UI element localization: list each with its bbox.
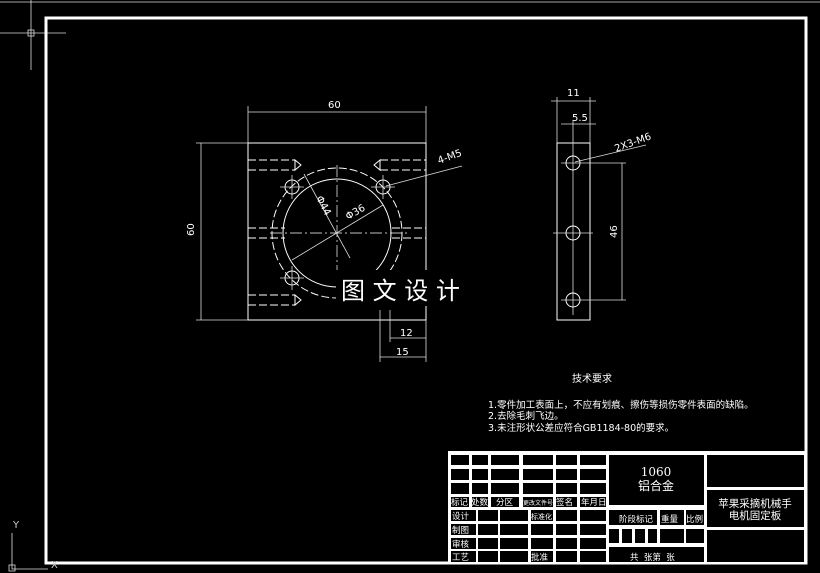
dim-diameter-44: Φ44 [313,194,332,217]
label-sheets: 共 张第 张 [630,552,675,563]
dim-height-60: 60 [186,223,197,236]
watermark-bg [336,270,496,306]
label-scale: 比例 [686,514,703,525]
header-zone: 分区 [496,498,514,508]
dim-11: 11 [567,88,580,99]
label-stage-mark: 阶段标记 [619,514,654,525]
part-name-line2: 电机固定板 [729,509,782,522]
tech-requirement-3: 3.未注形状公差应符合GB1184-80的要求。 [488,422,674,434]
header-signature: 签名 [556,497,573,508]
revision-grid [451,455,804,562]
mounting-holes [280,175,395,290]
side-holes [553,155,626,308]
header-count: 处数 [471,497,489,508]
header-date: 年月日 [581,497,607,508]
tech-requirements: 技术要求 1.零件加工表面上，不应有划痕、擦伤等损伤零件表面的缺陷。 2.去除毛… [488,372,754,434]
part-name-line1: 苹果采摘机械手 [718,497,792,510]
header-change-doc: 更改文件号 [523,499,553,507]
tech-requirements-title: 技术要求 [572,372,612,385]
ucs-y-label: Y [12,520,20,531]
side-outline [556,142,591,321]
crosshair-cursor-icon [0,0,66,70]
label-review: 审核 [452,539,470,550]
label-design: 设计 [452,511,470,522]
watermark-text: 图 文 设 计 [341,277,460,305]
dim-5-5: 5.5 [572,113,588,124]
ucs-x-label: X [51,560,58,571]
dim-12: 12 [400,328,413,339]
label-approve: 批准 [531,552,549,563]
header-mark: 标记 [451,497,469,508]
label-standardization: 标准化 [531,512,552,521]
tech-requirement-1: 1.零件加工表面上，不应有划痕、擦伤等损伤零件表面的缺陷。 [488,399,754,411]
dim-width-60: 60 [328,100,341,111]
main-view: 60 60 Φ44 Φ36 4-M5 12 15 [186,100,463,362]
label-process: 工艺 [452,553,469,563]
hole-callout-4-m5: 4-M5 [436,148,463,167]
title-block: 标记 处数 分区 更改文件号 签名 年月日 设计 标准化 制图 审核 工艺 批准… [448,451,806,563]
dim-diameter-36: Φ36 [344,203,367,223]
dim-15: 15 [396,347,409,358]
hole-callout-2x3-m6: 2X3-M6 [613,131,653,154]
ucs-icon: Y X [8,520,58,572]
threaded-holes [248,158,426,307]
drawing-frame [44,16,808,565]
material-code: 1060 [641,465,672,479]
label-drafting: 制图 [452,525,469,536]
tech-requirement-2: 2.去除毛刺飞边。 [488,410,564,422]
plate-outline [247,142,427,321]
label-weight: 重量 [661,514,679,525]
side-view: 11 5.5 46 2X3-M6 [551,88,653,321]
material-name: 铝合金 [638,478,674,493]
dim-46: 46 [609,225,620,238]
